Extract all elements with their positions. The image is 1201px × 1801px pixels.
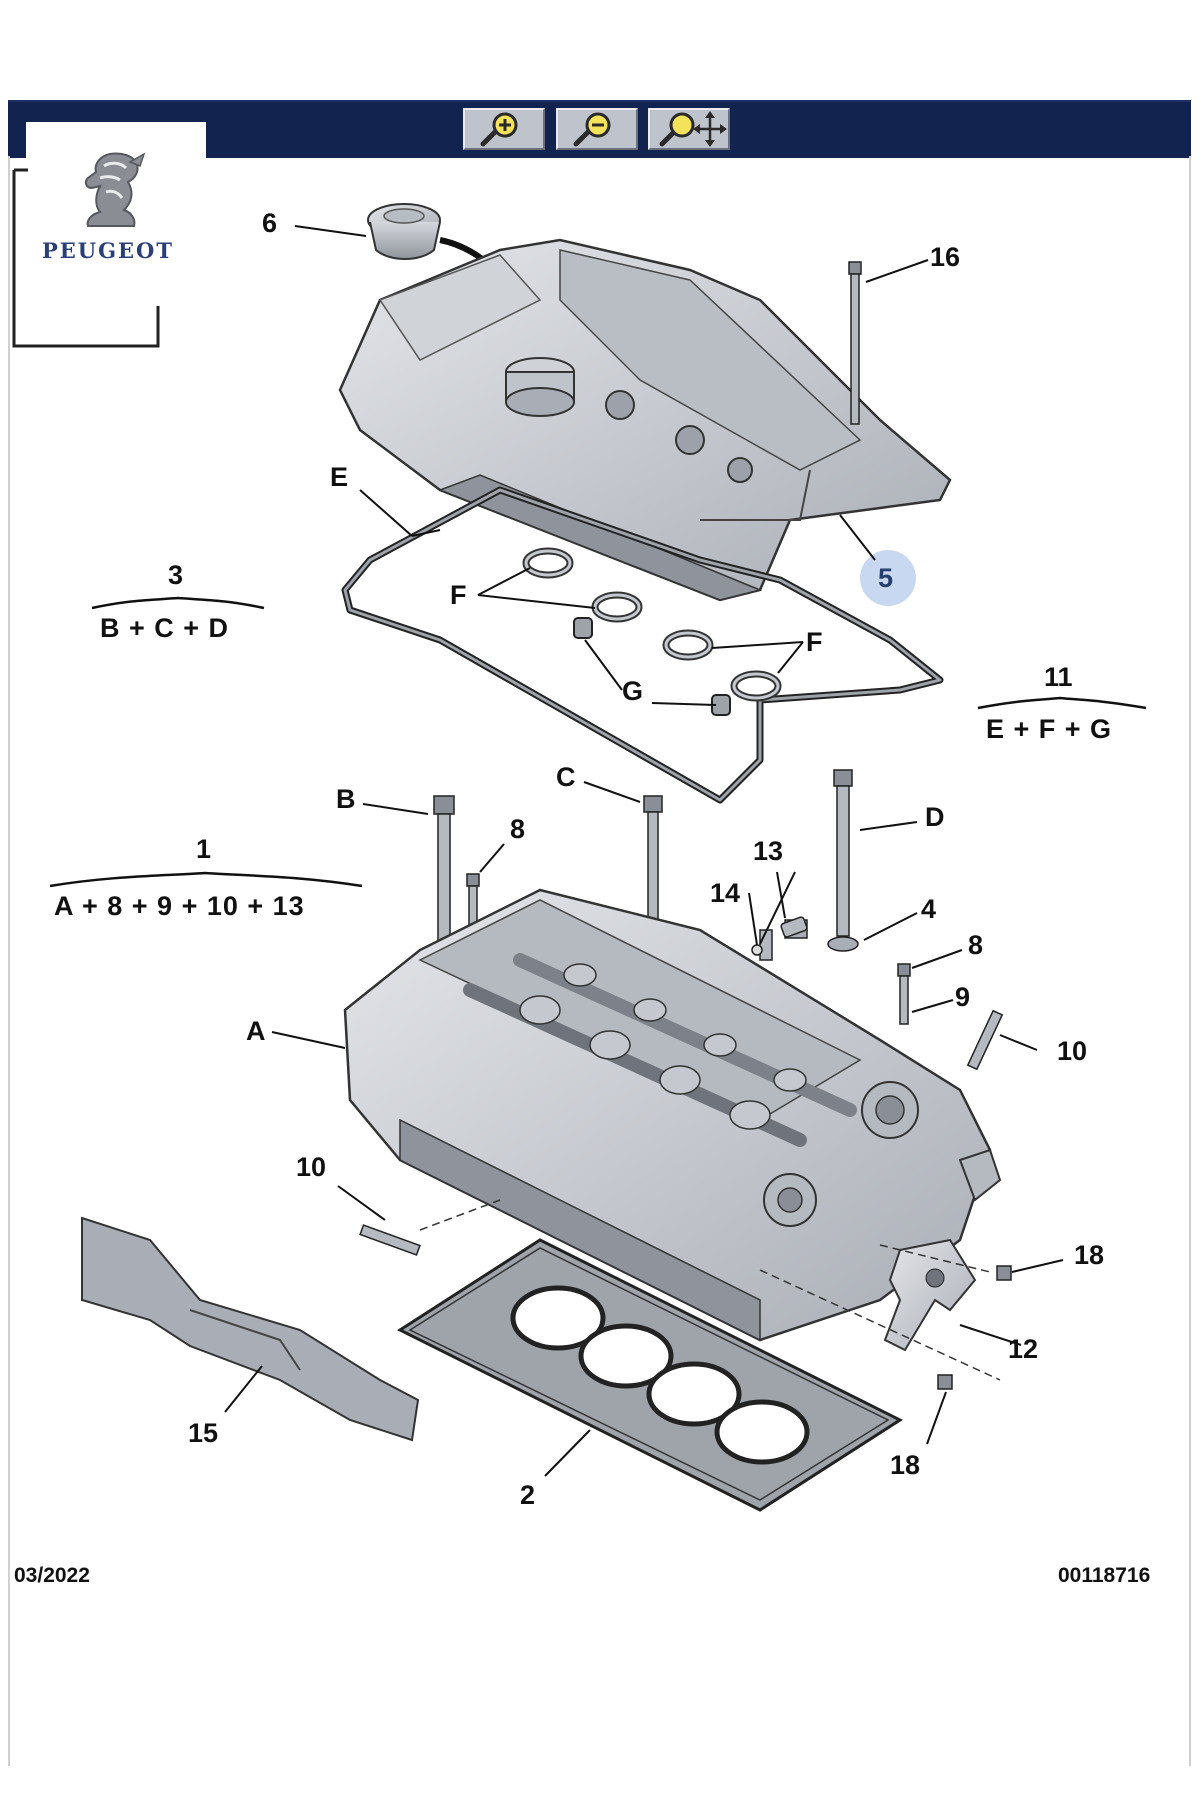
bracket-bolt[interactable] [937, 1265, 1012, 1390]
callout-13[interactable]: 13 [753, 836, 784, 866]
brand-panel-corner [12, 168, 160, 348]
sensor[interactable] [751, 916, 808, 956]
group-1-parts: A + 8 + 9 + 10 + 13 [54, 891, 305, 921]
callout-d[interactable]: D [925, 802, 945, 832]
group-braces [49, 596, 1147, 888]
zoom-in-icon [480, 112, 518, 147]
diagram-frame [8, 156, 1191, 1766]
valve-cover[interactable] [338, 238, 952, 602]
zoom-out-button[interactable] [556, 108, 638, 150]
callout-f-left[interactable]: F [450, 580, 467, 610]
callout-9[interactable]: 9 [955, 982, 971, 1012]
callout-2[interactable]: 2 [520, 1480, 536, 1510]
stud[interactable] [359, 1009, 1004, 1256]
valve-cover-gasket[interactable] [341, 486, 944, 804]
cylinder-head[interactable] [343, 888, 1002, 1342]
callout-16[interactable]: 16 [930, 242, 961, 272]
callout-b[interactable]: B [336, 784, 356, 814]
zoom-out-icon [573, 112, 611, 147]
callout-5[interactable]: 5 [878, 563, 894, 593]
callout-a[interactable]: A [246, 1016, 266, 1046]
zoom-in-button[interactable] [463, 108, 545, 150]
group-3-parts: B + C + D [100, 613, 230, 643]
group-3-number: 3 [168, 560, 184, 590]
callout-10-right[interactable]: 10 [1057, 1036, 1088, 1066]
cover-bolt[interactable] [848, 261, 862, 425]
callout-10-left[interactable]: 10 [296, 1152, 327, 1182]
oil-filler-cap[interactable] [367, 203, 441, 260]
brand-wordmark: PEUGEOT [42, 238, 174, 263]
cylinder-head-gasket[interactable] [396, 1238, 904, 1512]
group-1-number: 1 [196, 834, 212, 864]
callout-6[interactable]: 6 [262, 208, 278, 238]
callout-e[interactable]: E [330, 462, 349, 492]
diagram-date: 03/2022 [14, 1564, 90, 1587]
grommet-g[interactable] [573, 617, 731, 716]
lifting-bracket[interactable] [883, 1238, 977, 1352]
callout-g[interactable]: G [622, 676, 644, 706]
zoom-pan-icon [659, 111, 727, 147]
callout-8-lower[interactable]: 8 [968, 930, 984, 960]
callout-12[interactable]: 12 [1008, 1334, 1039, 1364]
selected-part-highlight [860, 550, 916, 606]
callout-f-right[interactable]: F [806, 627, 823, 657]
callout-18-lower[interactable]: 18 [890, 1450, 921, 1480]
lion-logo-icon [84, 152, 146, 227]
callout-14[interactable]: 14 [710, 878, 741, 908]
callout-8-upper[interactable]: 8 [510, 814, 526, 844]
callout-c[interactable]: C [556, 762, 576, 792]
group-11-number: 11 [1044, 662, 1073, 692]
zoom-pan-button[interactable] [648, 108, 730, 150]
diagram-reference: 00118716 [1058, 1564, 1151, 1587]
leader-lines [224, 225, 1064, 1477]
callout-18-upper[interactable]: 18 [1074, 1240, 1105, 1270]
group-11-parts: E + F + G [986, 714, 1113, 744]
callout-15[interactable]: 15 [188, 1418, 219, 1448]
callout-4[interactable]: 4 [921, 894, 937, 924]
